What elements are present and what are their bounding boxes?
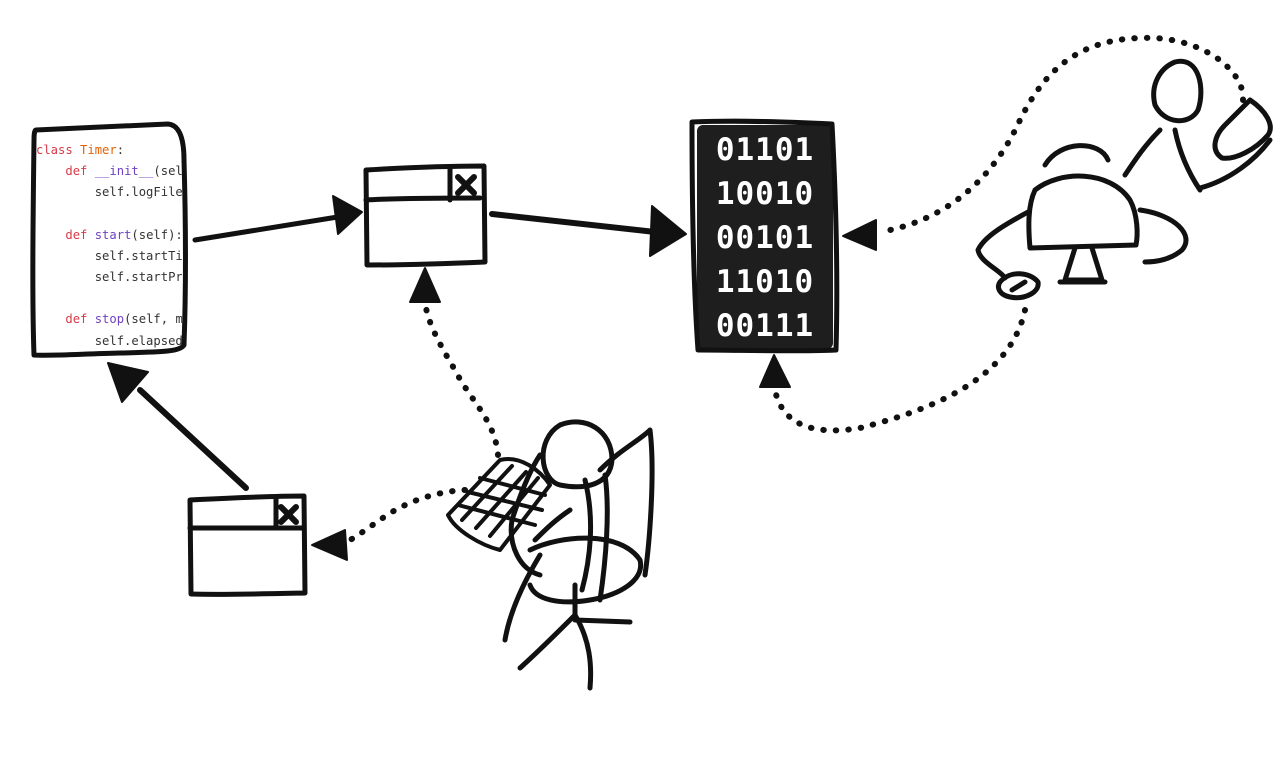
binary-output: 01101 10010 00101 11010 00111	[698, 126, 832, 348]
code-token: Timer	[80, 143, 117, 157]
binary-line: 00101	[715, 220, 815, 256]
keyboard-icon	[446, 457, 552, 552]
window-icon-bottom	[187, 493, 308, 597]
window-icon-top	[363, 163, 488, 268]
code-token: :	[116, 143, 125, 157]
code-line: self.startTime = time.time()	[36, 249, 182, 263]
code-token: self.startPrint()	[94, 270, 182, 284]
code-line: def stop(self, msg):	[36, 312, 182, 326]
code-line: self.elapsed = time.time()	[36, 334, 182, 348]
code-token	[36, 312, 65, 326]
code-token: (self, logFile):	[153, 164, 182, 178]
code-line: def __init__(self, logFile):	[36, 164, 182, 178]
code-token	[36, 164, 65, 178]
binary-line: 01101	[715, 132, 815, 168]
code-line: def start(self):	[36, 228, 182, 242]
code-token: def	[65, 164, 95, 178]
arrow-window-to-code	[107, 362, 249, 491]
code-token: class	[36, 143, 81, 157]
dotted-arrow-user-to-window-top	[409, 267, 501, 458]
code-token: (self):	[131, 228, 182, 242]
code-token: self.logFile = logFile	[94, 185, 182, 199]
code-line: class Timer:	[36, 143, 124, 157]
dotted-arrow-mouse-to-binary	[759, 307, 1028, 434]
binary-screen-frame	[689, 118, 840, 354]
dotted-arrow-user-to-window-bottom	[311, 487, 468, 561]
close-x-icon	[455, 174, 477, 196]
code-listing: class Timer: def __init__(self, logFile)…	[36, 134, 182, 352]
arrow-code-to-window	[192, 195, 363, 243]
close-x-icon	[278, 504, 299, 525]
code-token: self.startTime = time.time()	[94, 249, 182, 263]
code-token: self.elapsed = time.time()	[94, 334, 182, 348]
code-token: start	[94, 228, 132, 242]
code-document-frame	[30, 121, 188, 358]
code-token	[36, 228, 65, 242]
mouse-icon	[995, 271, 1041, 301]
code-token: def	[65, 228, 95, 242]
code-line: self.logFile = logFile	[36, 185, 182, 199]
code-token: (self, msg):	[124, 312, 182, 326]
binary-line: 00111	[715, 308, 815, 344]
code-token: stop	[94, 312, 125, 326]
binary-screen	[697, 125, 833, 349]
computer-monitor-icon	[1026, 173, 1140, 285]
binary-line: 11010	[715, 264, 815, 300]
code-token: def	[65, 312, 95, 326]
dotted-arrow-user-to-binary	[842, 34, 1247, 251]
arrow-window-to-binary	[489, 205, 687, 257]
person-at-computer-figure	[975, 58, 1273, 281]
code-token: __init__	[94, 164, 154, 178]
code-line: self.startPrint()	[36, 270, 182, 284]
binary-line: 10010	[715, 176, 815, 212]
